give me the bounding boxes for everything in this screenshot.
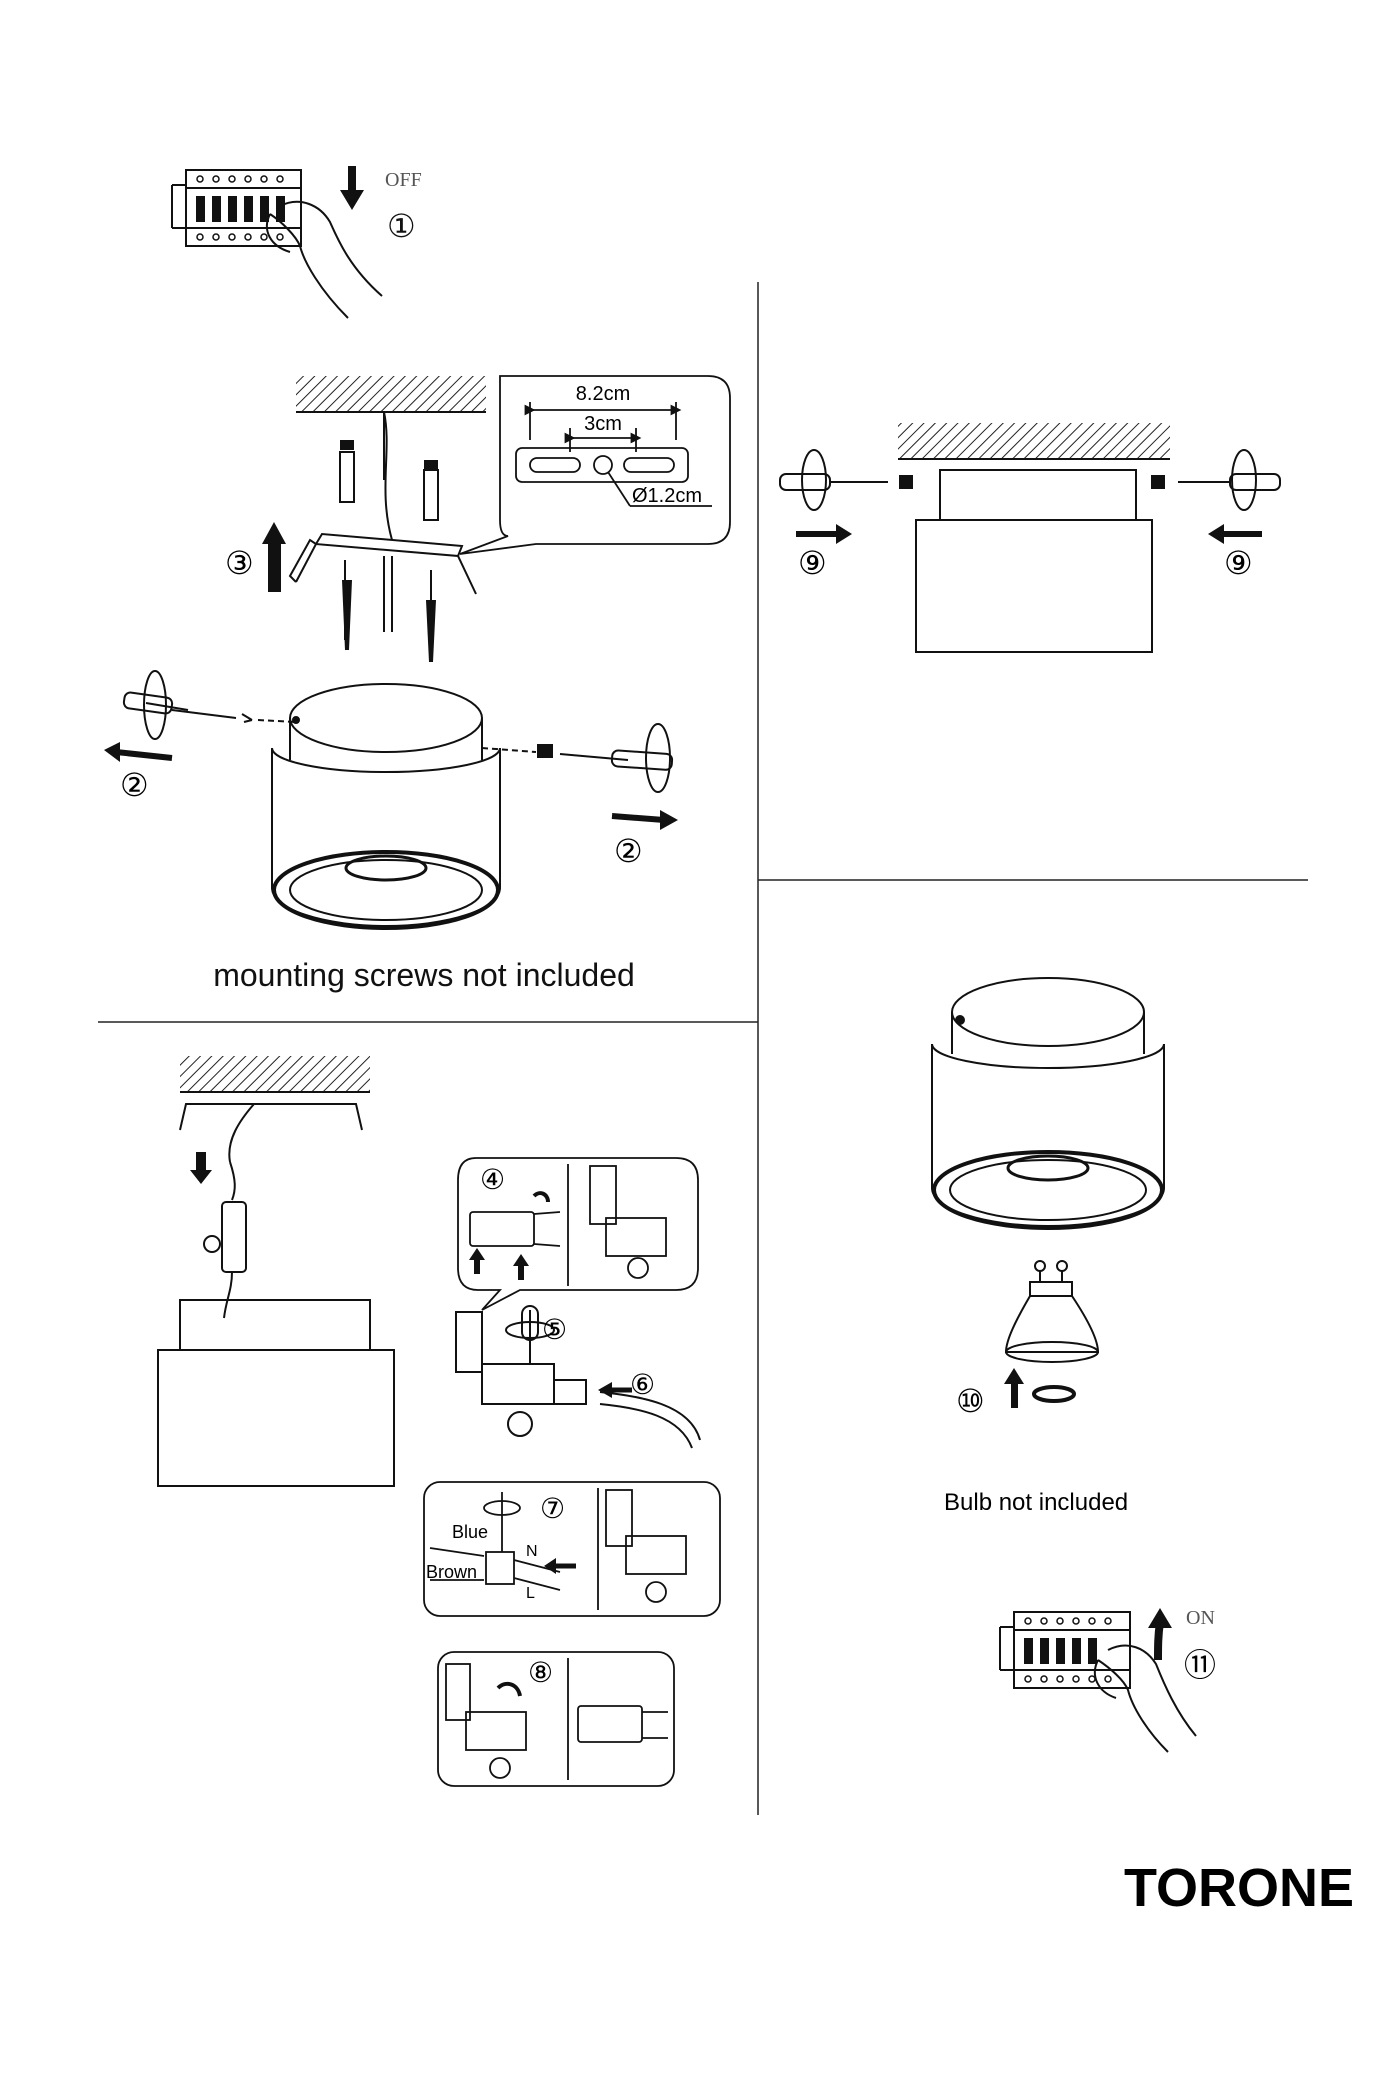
brand-logo-text: TORONE bbox=[1124, 1858, 1354, 1918]
ceiling-bracket-wiring bbox=[179, 1103, 363, 1163]
wire-brown-label: Brown bbox=[426, 1562, 477, 1582]
step-6-number: ⑥ bbox=[630, 1369, 655, 1400]
screwdriver-left-step9 bbox=[779, 449, 913, 511]
arrow-up-step10 bbox=[1004, 1368, 1076, 1408]
arrow-step6 bbox=[598, 1382, 632, 1398]
light-fixture-step2 bbox=[271, 683, 501, 930]
step-9-number-left: ⑨ bbox=[798, 545, 827, 581]
on-label: ON bbox=[1186, 1607, 1215, 1629]
screw-right bbox=[424, 460, 438, 662]
step-5-number: ⑤ bbox=[542, 1314, 567, 1345]
bracket-width-label: 8.2cm bbox=[576, 383, 630, 405]
step-2-number-right: ② bbox=[614, 833, 643, 869]
arrow-down-off bbox=[340, 165, 364, 210]
screwdriver-left-step2 bbox=[122, 670, 297, 740]
screwdriver-right-step9 bbox=[1151, 449, 1281, 511]
arrow-down-wiring bbox=[190, 1152, 212, 1184]
breaker-panel-off bbox=[171, 169, 383, 319]
step-4-number: ④ bbox=[480, 1164, 505, 1195]
mounting-bracket bbox=[288, 411, 477, 650]
step8-closing-box bbox=[437, 1651, 675, 1787]
ceiling-hatch-wiring bbox=[180, 1056, 370, 1093]
bracket-hole-label: Ø1.2cm bbox=[632, 485, 702, 507]
arrow-up-on bbox=[1148, 1608, 1172, 1661]
screwdriver-right-step2 bbox=[481, 723, 674, 793]
bracket-spacing-label: 3cm bbox=[584, 413, 622, 435]
step4-callout bbox=[457, 1157, 699, 1311]
ceiling-hatch-step3 bbox=[296, 376, 486, 413]
fixture-side-view-step9 bbox=[915, 469, 1153, 653]
arrow-left-step2 bbox=[104, 742, 173, 762]
step-9-number-right: ⑨ bbox=[1224, 545, 1253, 581]
step-8-number: ⑧ bbox=[528, 1657, 553, 1688]
arrow-up-step3 bbox=[262, 522, 286, 592]
step-7-number: ⑦ bbox=[540, 1493, 565, 1524]
fixture-box-wiring bbox=[157, 1299, 395, 1487]
off-label: OFF bbox=[385, 169, 422, 191]
breaker-panel-on bbox=[999, 1611, 1197, 1753]
step-10-number: ⑩ bbox=[956, 1383, 985, 1419]
step-11-number: ⑪ bbox=[1184, 1647, 1216, 1683]
bulb-note: Bulb not included bbox=[944, 1489, 1128, 1516]
gu10-bulb bbox=[1004, 1260, 1100, 1363]
wire-live-label: L bbox=[526, 1585, 535, 1602]
step-3-number: ③ bbox=[225, 545, 254, 581]
arrow-step7 bbox=[544, 1558, 576, 1574]
step7-wiring-box bbox=[423, 1481, 721, 1617]
step-2-number-left: ② bbox=[120, 767, 149, 803]
arrow-right-step2 bbox=[611, 810, 678, 830]
connector-step5-6 bbox=[455, 1305, 701, 1449]
screws-note: mounting screws not included bbox=[213, 957, 635, 993]
arrows-step4 bbox=[469, 1191, 550, 1280]
arrow-right-step9 bbox=[796, 524, 852, 544]
step-1-number: ① bbox=[387, 208, 416, 244]
terminal-block-cable bbox=[203, 1161, 247, 1319]
bracket-detail-callout bbox=[459, 375, 731, 555]
light-fixture-step10 bbox=[931, 977, 1165, 1230]
arrow-step8 bbox=[496, 1681, 522, 1697]
arrow-left-step9 bbox=[1208, 524, 1262, 544]
ceiling-hatch-step9 bbox=[898, 423, 1170, 460]
screw-left bbox=[340, 440, 354, 650]
wire-blue-label: Blue bbox=[452, 1522, 488, 1542]
wire-neutral-label: N bbox=[526, 1543, 538, 1560]
panel-dividers bbox=[98, 282, 1308, 1815]
